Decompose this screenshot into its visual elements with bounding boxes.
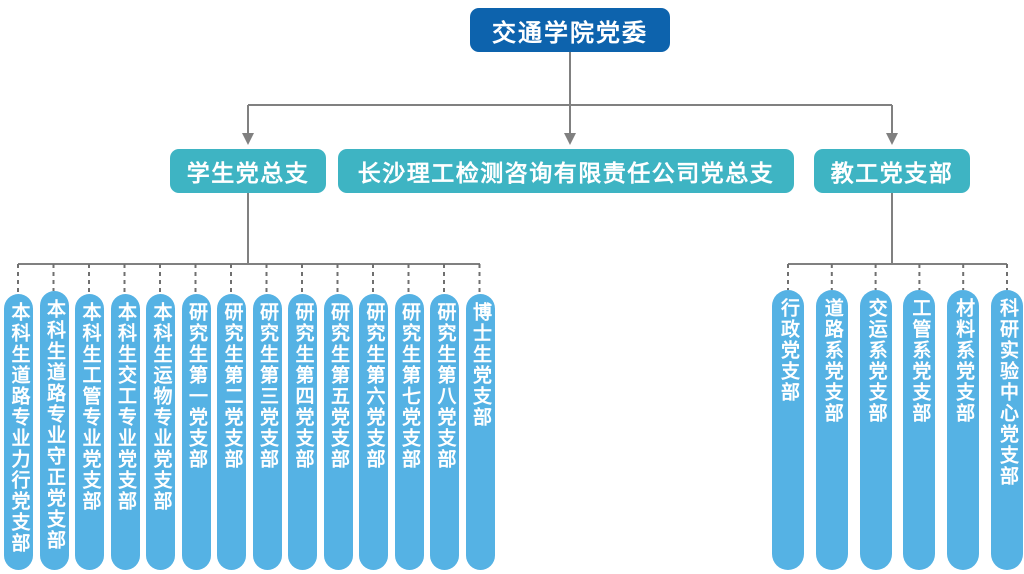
leaf-node-label: 本科生工管专业党支部 <box>79 302 101 512</box>
leaf-node[interactable]: 本科生道路专业守正党支部 <box>39 291 69 570</box>
leaf-node[interactable]: 道路系党支部 <box>815 290 848 570</box>
leaf-node[interactable]: 行政党支部 <box>772 290 804 570</box>
leaf-node[interactable]: 研究生第四党支部 <box>288 294 317 570</box>
leaf-node[interactable]: 本科生交工专业党支部 <box>110 294 140 570</box>
leaf-node[interactable]: 研究生第七党支部 <box>394 294 424 570</box>
leaf-node[interactable]: 研究生第八党支部 <box>430 294 459 570</box>
node-company-general-branch-label: 长沙理工检测咨询有限责任公司党总支 <box>357 160 775 186</box>
node-root[interactable]: 交通学院党委 <box>470 8 670 52</box>
leaf-node-label: 博士生党支部 <box>469 302 491 428</box>
leaf-node[interactable]: 研究生第六党支部 <box>359 294 388 570</box>
leaf-node[interactable]: 工管系党支部 <box>903 290 936 570</box>
leaf-node-label: 研究生第六党支部 <box>363 302 385 470</box>
leaf-node[interactable]: 本科生运物专业党支部 <box>146 294 175 570</box>
leaf-node[interactable]: 研究生第一党支部 <box>181 294 211 570</box>
leaf-node[interactable]: 研究生第三党支部 <box>252 294 282 570</box>
leaf-node[interactable]: 博士生党支部 <box>465 294 495 570</box>
leaf-node-label: 本科生道路专业守正党支部 <box>43 299 65 551</box>
leaf-node-label: 交运系党支部 <box>865 298 887 424</box>
leaf-node-label: 工管系党支部 <box>909 298 931 424</box>
leaf-node[interactable]: 科研实验中心党支部 <box>991 290 1023 570</box>
leaf-node[interactable]: 研究生第五党支部 <box>323 294 353 570</box>
node-student-general-branch[interactable]: 学生党总支 <box>170 149 326 193</box>
node-student-general-branch-label: 学生党总支 <box>186 160 310 186</box>
leaf-node-label: 材料系党支部 <box>953 298 975 424</box>
node-faculty-branch[interactable]: 教工党支部 <box>814 149 970 193</box>
leaf-node[interactable]: 材料系党支部 <box>947 290 980 570</box>
leaf-node-label: 本科生交工专业党支部 <box>114 302 136 512</box>
leaf-node[interactable]: 交运系党支部 <box>859 290 892 570</box>
leaf-node[interactable]: 本科生道路专业力行党支部 <box>4 294 33 570</box>
node-root-label: 交通学院党委 <box>492 19 648 47</box>
leaf-node-label: 研究生第五党支部 <box>327 302 349 470</box>
leaf-node-label: 研究生第八党支部 <box>434 302 456 470</box>
leaf-node-label: 科研实验中心党支部 <box>996 298 1018 487</box>
leaf-node[interactable]: 本科生工管专业党支部 <box>75 294 104 570</box>
leaf-node-label: 研究生第七党支部 <box>398 302 420 470</box>
node-company-general-branch[interactable]: 长沙理工检测咨询有限责任公司党总支 <box>338 149 794 193</box>
leaf-node[interactable]: 研究生第二党支部 <box>217 294 246 570</box>
leaf-node-label: 道路系党支部 <box>821 298 843 424</box>
leaf-node-label: 研究生第四党支部 <box>292 302 314 470</box>
leaf-node-label: 行政党支部 <box>777 298 799 403</box>
leaf-node-label: 研究生第二党支部 <box>221 302 243 470</box>
leaf-node-label: 研究生第一党支部 <box>185 302 207 470</box>
leaf-node-label: 本科生运物专业党支部 <box>150 302 172 512</box>
leaf-node-label: 本科生道路专业力行党支部 <box>8 302 30 554</box>
node-faculty-branch-label: 教工党支部 <box>830 160 954 186</box>
leaf-node-label: 研究生第三党支部 <box>256 302 278 470</box>
